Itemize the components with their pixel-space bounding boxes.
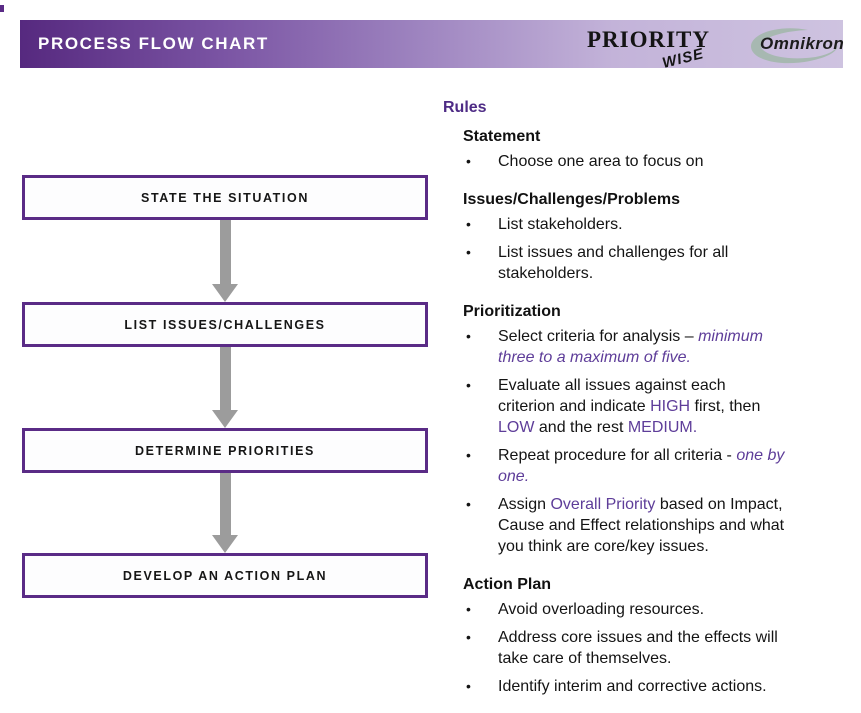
omnikron-logo: Omnikron (736, 24, 856, 68)
rules-title: Rules (443, 99, 487, 116)
bullet-item: • Repeat procedure for all criteria - one… (463, 445, 808, 487)
title-bar: PROCESS FLOW CHART PRIORITY WISE Omnikro… (20, 20, 844, 72)
arrow-head (212, 284, 238, 302)
bullet-icon: • (466, 601, 471, 617)
bullet-icon: • (466, 153, 471, 169)
arrow-head (212, 535, 238, 553)
rules-section-heading: Action Plan (463, 576, 552, 593)
bullet-text: List stakeholders. (498, 216, 623, 233)
process-flowchart: STATE THE SITUATION LIST ISSUES/CHALLENGE… (22, 175, 428, 599)
arrow-shaft (219, 220, 231, 285)
rules-panel: Rules Statement • Choose one area to focus… (443, 97, 843, 704)
bullet-text: Repeat procedure for all criteria - one … (498, 447, 785, 485)
bullet-item: • Choose one area to focus on (463, 151, 808, 172)
bullet-icon: • (466, 328, 471, 344)
page-title: PROCESS FLOW CHART (38, 34, 269, 53)
arrow-shaft (219, 473, 231, 536)
prioritywise-logo: PRIORITY WISE (566, 24, 736, 72)
bullet-icon: • (466, 629, 471, 645)
bullet-icon: • (466, 216, 471, 232)
bullet-text: List issues and challenges for all stake… (498, 244, 729, 282)
bullet-item: • Assign Overall Priority based on Impact… (463, 494, 808, 557)
bullet-item: • Avoid overloading resources. (463, 599, 808, 620)
flow-step-box: DETERMINE PRIORITIES (22, 428, 428, 473)
bullet-item: • List issues and challenges for all stak… (463, 242, 808, 284)
bullet-text: Avoid overloading resources. (498, 601, 705, 618)
arrow-head (212, 410, 238, 428)
rules-section: Prioritization • Select criteria for analy… (463, 301, 843, 557)
bullet-text: Address core issues and the effects will… (498, 629, 778, 667)
flow-step-box: STATE THE SITUATION (22, 175, 428, 220)
omnikron-logo-text: Omnikron (760, 34, 845, 53)
bullet-icon: • (466, 496, 471, 512)
bullet-icon: • (466, 678, 471, 694)
arrow-down-icon (212, 473, 238, 553)
bullet-text: Evaluate all issues against each criteri… (498, 377, 761, 436)
bullet-icon: • (466, 377, 471, 393)
bullet-item: • Identify interim and corrective actions… (463, 676, 808, 697)
arrow-down-icon (212, 220, 238, 302)
bullet-text: Choose one area to focus on (498, 153, 704, 170)
flow-step-label: STATE THE SITUATION (141, 190, 309, 205)
rules-section-heading: Prioritization (463, 303, 561, 320)
flow-step-label: DETERMINE PRIORITIES (135, 443, 315, 458)
bullet-text: Select criteria for analysis – minimum t… (498, 328, 763, 366)
bullet-item: • Select criteria for analysis – minimum … (463, 326, 808, 368)
arrow-shaft (219, 347, 231, 411)
bullet-text: Assign Overall Priority based on Impact,… (498, 496, 785, 555)
rules-section: Issues/Challenges/Problems • List stakehol… (463, 189, 843, 284)
bullet-item: • Evaluate all issues against each criter… (463, 375, 808, 438)
arrow-down-icon (212, 347, 238, 428)
rules-section: Action Plan • Avoid overloading resources.… (463, 574, 843, 697)
flow-step-label: LIST ISSUES/CHALLENGES (124, 317, 326, 332)
bullet-item: • Address core issues and the effects wil… (463, 627, 808, 669)
rules-section: Statement • Choose one area to focus on (463, 126, 843, 172)
bullet-icon: • (466, 244, 471, 260)
bullet-icon: • (466, 447, 471, 463)
flow-step-label: DEVELOP AN ACTION PLAN (122, 568, 328, 583)
rules-section-heading: Issues/Challenges/Problems (463, 191, 680, 208)
flow-step-box: LIST ISSUES/CHALLENGES (22, 302, 428, 347)
slide-corner-mark (0, 5, 4, 12)
rules-section-heading: Statement (463, 128, 541, 145)
bullet-text: Identify interim and corrective actions. (498, 678, 767, 695)
prioritywise-logo-text: PRIORITY (587, 27, 711, 52)
bullet-item: • List stakeholders. (463, 214, 808, 235)
flow-step-box: DEVELOP AN ACTION PLAN (22, 553, 428, 598)
rules-sections: Statement • Choose one area to focus on Iss… (443, 126, 843, 697)
